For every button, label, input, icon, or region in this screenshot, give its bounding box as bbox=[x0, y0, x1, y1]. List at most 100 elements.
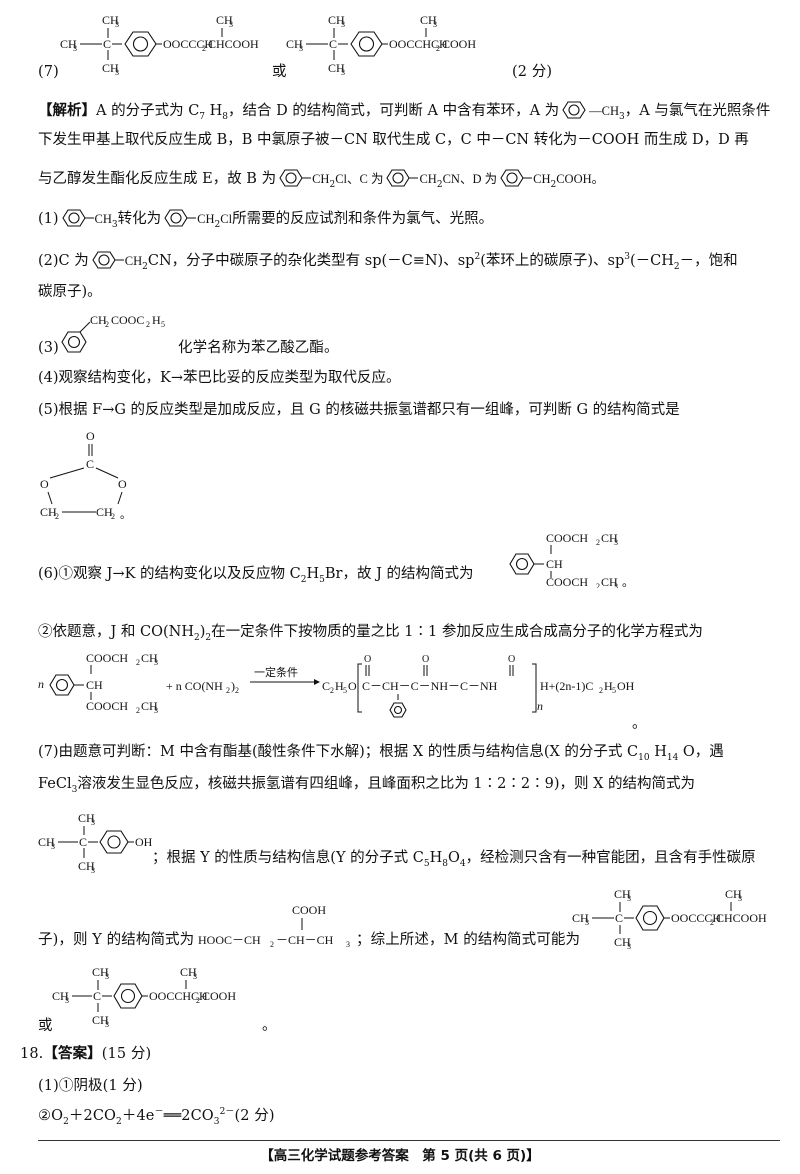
svg-text:COOH: COOH bbox=[442, 37, 476, 51]
svg-text:CH: CH bbox=[96, 505, 113, 519]
svg-text:CH: CH bbox=[180, 965, 197, 979]
svg-text:2: 2 bbox=[202, 44, 206, 53]
svg-text:COOCH: COOCH bbox=[86, 699, 128, 713]
svg-text:CH: CH bbox=[725, 887, 742, 901]
svg-text:5: 5 bbox=[343, 686, 347, 695]
svg-text:3: 3 bbox=[91, 866, 95, 875]
svg-text:CH: CH bbox=[86, 678, 103, 692]
svg-text:5: 5 bbox=[612, 686, 616, 695]
svg-text:2: 2 bbox=[596, 538, 600, 547]
svg-text:2: 2 bbox=[235, 686, 239, 695]
svg-text:C: C bbox=[86, 457, 94, 471]
svg-text:CH: CH bbox=[328, 13, 345, 27]
score-text: (2 分) bbox=[512, 64, 553, 80]
x-structure: CH3 CH3 C OH CH3 bbox=[38, 811, 153, 875]
svg-text:CH: CH bbox=[572, 911, 589, 925]
svg-text:OOCCCH: OOCCCH bbox=[671, 911, 721, 925]
svg-text:C－CH－C－NH－C－NH: C－CH－C－NH－C－NH bbox=[362, 679, 498, 693]
svg-text:O: O bbox=[422, 654, 429, 665]
svg-text:H: H bbox=[335, 679, 344, 693]
svg-text:3: 3 bbox=[193, 972, 197, 981]
svg-text:3: 3 bbox=[105, 972, 109, 981]
svg-text:3: 3 bbox=[341, 68, 345, 77]
item7-label: (7) bbox=[38, 64, 59, 80]
svg-text:CHCOOH: CHCOOH bbox=[208, 37, 259, 51]
q18-part1: (1)①阴极(1 分) bbox=[38, 1078, 143, 1094]
svg-text:5: 5 bbox=[161, 320, 165, 329]
q3-text: 化学名称为苯乙酸乙酯。 bbox=[178, 340, 339, 356]
svg-text:H: H bbox=[604, 679, 613, 693]
structure-mol1: CH3 CH3 C OOCCCH 2 CHCOOH CH3 CH3 bbox=[60, 13, 259, 77]
svg-text:n: n bbox=[537, 699, 543, 713]
q18-part2: ②O2＋2CO2＋4e－══2CO32－(2 分) bbox=[38, 1107, 275, 1127]
benzene-icon bbox=[61, 209, 94, 227]
q3-label: (3) bbox=[38, 340, 59, 356]
svg-text:。: 。 bbox=[120, 509, 131, 521]
svg-text:CH: CH bbox=[90, 313, 107, 327]
svg-text:CH: CH bbox=[78, 859, 95, 873]
svg-text:CH: CH bbox=[40, 505, 57, 519]
benzene-icon bbox=[500, 169, 533, 187]
svg-text:COOH: COOH bbox=[202, 989, 236, 1003]
svg-text:CHCOOH: CHCOOH bbox=[716, 911, 767, 925]
svg-text:CH: CH bbox=[78, 811, 95, 825]
svg-text:2: 2 bbox=[226, 686, 230, 695]
svg-text:。: 。 bbox=[622, 575, 634, 588]
m-structure-1: CH3 CH3 C OOCCCH 2 CHCOOH CH3 CH3 bbox=[572, 887, 767, 951]
q6-line-2: ②依题意，J 和 CO(NH2)2在一定条件下按物质的量之比 1∶1 参加反应生… bbox=[38, 624, 703, 643]
svg-text:CH: CH bbox=[38, 835, 55, 849]
q7-end: 。 bbox=[262, 1018, 277, 1034]
svg-text:3: 3 bbox=[614, 538, 618, 547]
svg-text:C: C bbox=[329, 37, 337, 51]
svg-text:CH: CH bbox=[216, 13, 233, 27]
page-footer: 【高三化学试题参考答案 第 5 页(共 6 页)】 bbox=[260, 1148, 540, 1164]
svg-text:3: 3 bbox=[105, 1020, 109, 1029]
benzene-icon bbox=[92, 251, 124, 269]
svg-text:2: 2 bbox=[105, 320, 109, 329]
svg-text:2: 2 bbox=[111, 512, 115, 521]
svg-text:CH: CH bbox=[328, 61, 345, 75]
svg-text:C: C bbox=[615, 911, 623, 925]
svg-text:C: C bbox=[103, 37, 111, 51]
ethylene-carbonate-structure: O C O O CH2 CH2 。 bbox=[40, 429, 131, 521]
svg-text:O: O bbox=[40, 477, 49, 491]
svg-text:CH: CH bbox=[601, 531, 618, 545]
svg-text:2: 2 bbox=[136, 658, 140, 667]
svg-text:H: H bbox=[152, 313, 161, 327]
svg-text:2: 2 bbox=[196, 996, 200, 1005]
svg-text:CH: CH bbox=[286, 37, 303, 51]
footer-divider bbox=[38, 1140, 780, 1141]
svg-text:CH: CH bbox=[420, 13, 437, 27]
svg-text:3: 3 bbox=[115, 20, 119, 29]
q2-line-2: 碳原子)。 bbox=[38, 284, 102, 300]
svg-text:2: 2 bbox=[599, 686, 603, 695]
svg-text:CH: CH bbox=[92, 1013, 109, 1027]
svg-text:3: 3 bbox=[154, 706, 158, 715]
svg-text:COOC: COOC bbox=[111, 313, 144, 327]
svg-text:OH: OH bbox=[135, 835, 153, 849]
svg-text:OOCCCH: OOCCCH bbox=[163, 37, 213, 51]
svg-text:O: O bbox=[348, 679, 357, 693]
svg-text:COOCH: COOCH bbox=[546, 575, 588, 588]
svg-text:3: 3 bbox=[91, 818, 95, 827]
svg-text:3: 3 bbox=[627, 894, 631, 903]
svg-text:COOCH: COOCH bbox=[86, 651, 128, 665]
svg-text:3: 3 bbox=[73, 44, 77, 53]
svg-text:O: O bbox=[508, 654, 515, 665]
svg-text:2: 2 bbox=[55, 512, 59, 521]
svg-text:3: 3 bbox=[229, 20, 233, 29]
svg-text:3: 3 bbox=[341, 20, 345, 29]
svg-text:2: 2 bbox=[330, 686, 334, 695]
svg-text:CH: CH bbox=[546, 557, 563, 571]
svg-text:+ n CO(NH: + n CO(NH bbox=[166, 679, 223, 693]
benzene-icon bbox=[279, 169, 312, 187]
svg-text:3: 3 bbox=[51, 842, 55, 851]
svg-text:2: 2 bbox=[596, 582, 600, 588]
svg-text:3: 3 bbox=[154, 658, 158, 667]
svg-text:3: 3 bbox=[738, 894, 742, 903]
svg-text:3: 3 bbox=[299, 44, 303, 53]
